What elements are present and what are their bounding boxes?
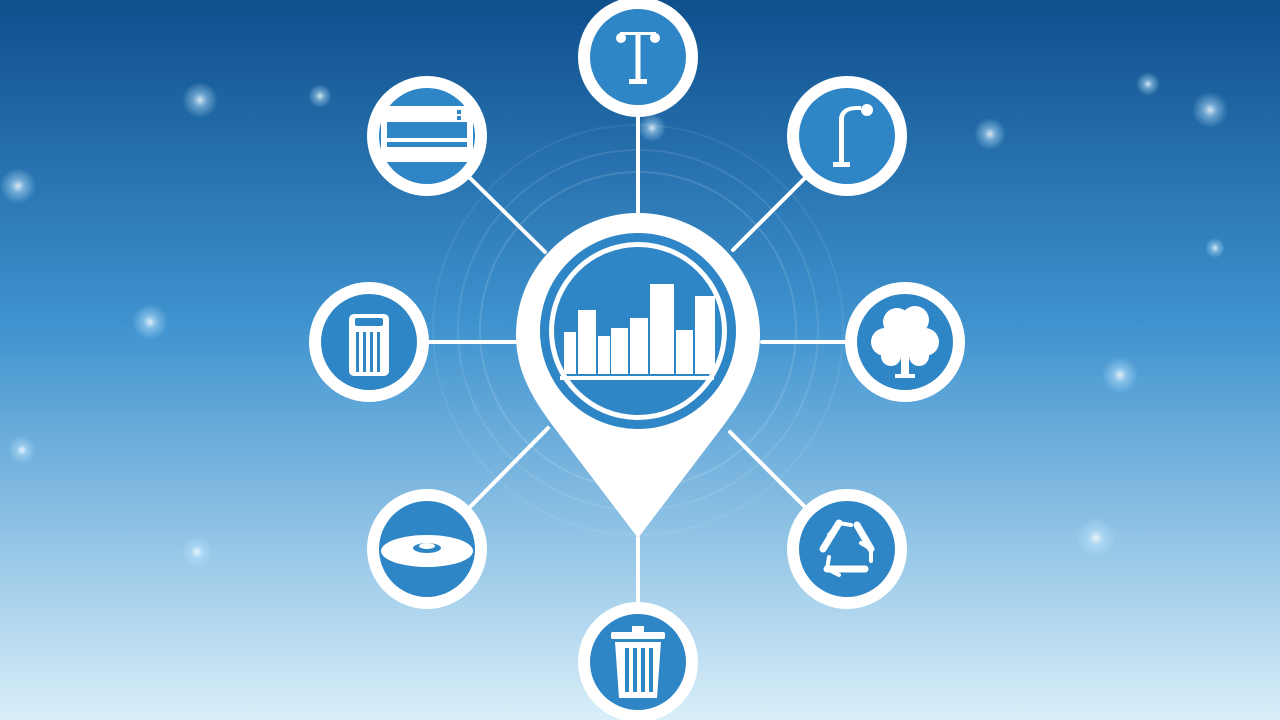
connector-bottom-left — [468, 426, 550, 509]
node-bottom — [578, 602, 698, 720]
tree-icon — [871, 306, 939, 378]
node-bottom-left — [367, 489, 487, 609]
hub-map-pin — [516, 213, 760, 538]
node-top — [578, 0, 698, 117]
connector-top-left — [468, 176, 547, 254]
recycling-icon — [819, 519, 875, 577]
connector-lines — [426, 113, 850, 605]
node-top-left — [367, 76, 487, 196]
city-skyline-icon — [560, 284, 715, 380]
bokeh-dots — [0, 72, 1228, 568]
street-lamp-icon — [833, 104, 873, 167]
billboard-sign-icon — [381, 106, 473, 162]
trash-bin-icon — [611, 626, 665, 698]
node-bottom-right — [787, 489, 907, 609]
double-street-lamp-icon — [616, 32, 660, 84]
node-left — [309, 282, 429, 402]
connector-bottom-right — [728, 430, 807, 509]
node-top-right — [787, 76, 907, 196]
node-right — [845, 282, 965, 402]
waste-container-icon — [349, 314, 389, 376]
connector-top-right — [731, 176, 807, 252]
manhole-cover-icon — [381, 535, 473, 567]
